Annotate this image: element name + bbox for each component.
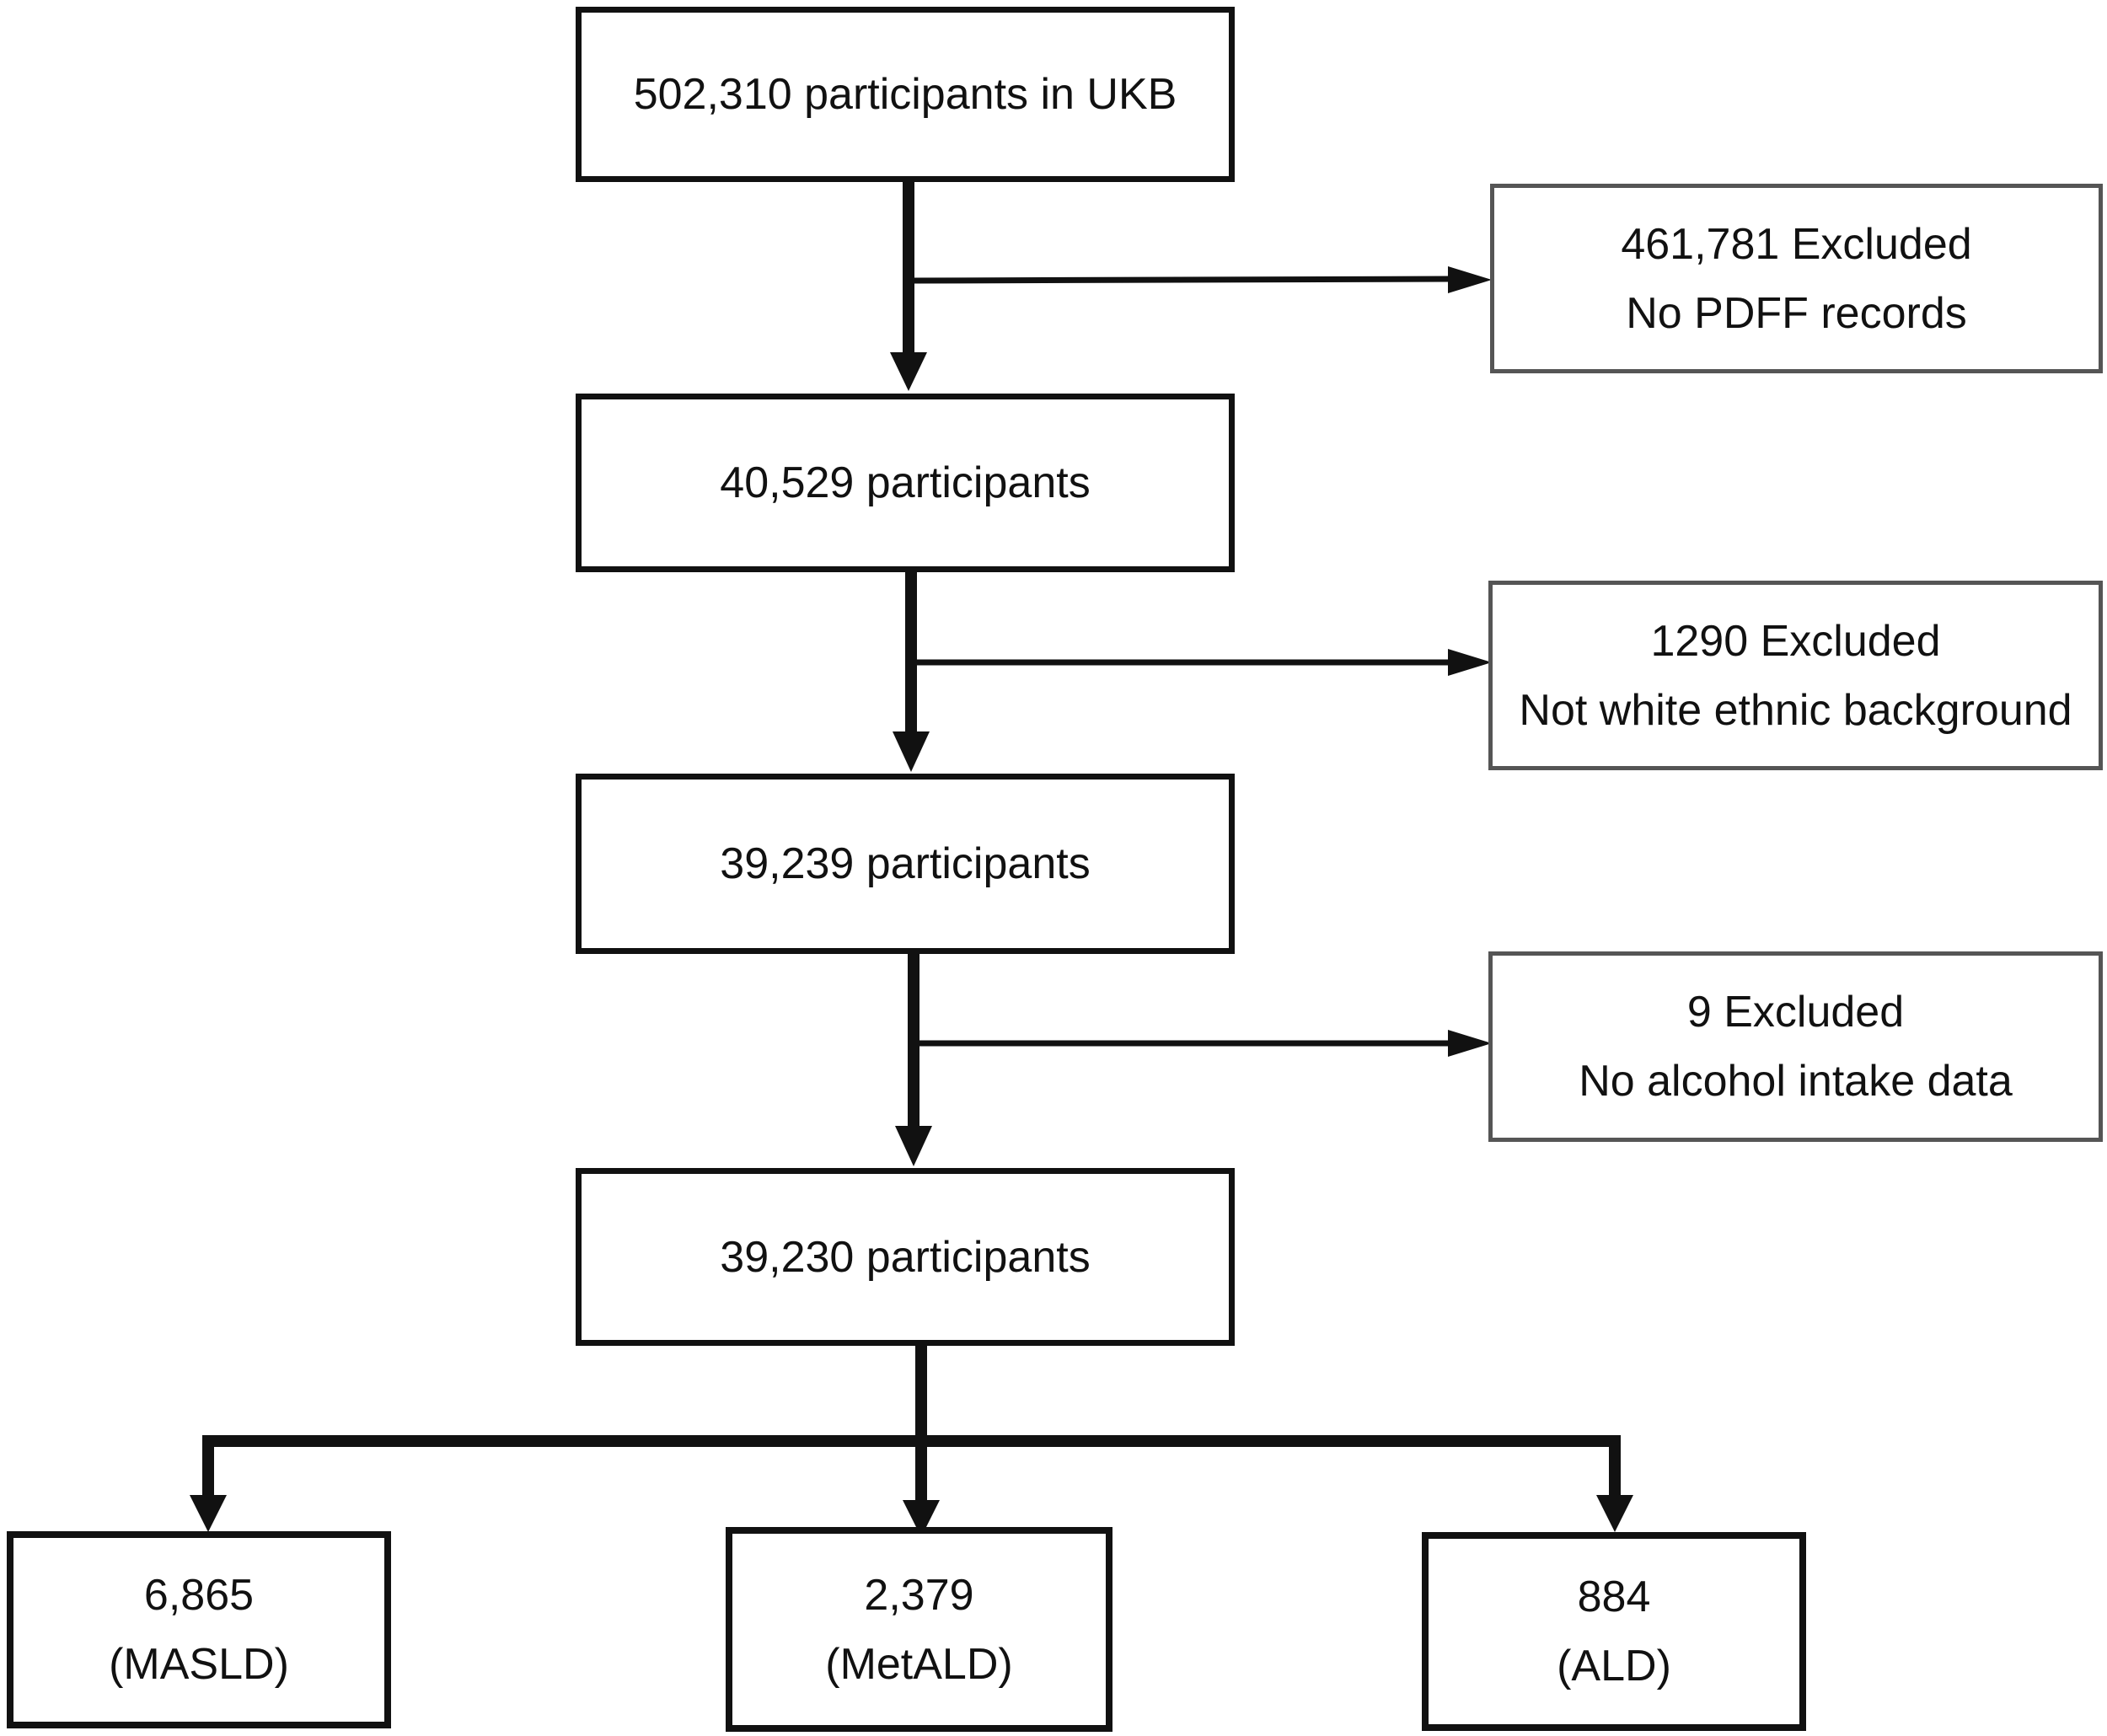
arrowhead-right-1 <box>1448 266 1492 293</box>
arrowhead-right-2 <box>1448 649 1492 676</box>
stage-box-3-text: 39,239 participants <box>720 839 1091 888</box>
outcome-box-ald-count: 884 <box>1577 1573 1651 1621</box>
stage-box-3: 39,239 participants <box>576 774 1235 954</box>
exclusion-box-3-reason: No alcohol intake data <box>1579 1057 2013 1106</box>
stage-box-4-text: 39,230 participants <box>720 1232 1091 1282</box>
arrowhead-outcome-1 <box>190 1495 227 1532</box>
outcome-box-metald-count: 2,379 <box>864 1570 974 1620</box>
exclusion-box-3-count: 9 Excluded <box>1686 988 1905 1037</box>
outcome-box-masld-count: 6,865 <box>143 1571 255 1620</box>
arrowhead-outcome-2 <box>903 1500 940 1537</box>
outcome-box-masld: 6,865 (MASLD) <box>7 1531 391 1728</box>
outcome-box-ald: 884 (ALD) <box>1422 1532 1806 1731</box>
exclusion-branch-1 <box>914 276 1452 284</box>
arrowhead-down-1 <box>890 352 927 391</box>
stage-box-4: 39,230 participants <box>576 1168 1235 1346</box>
arrowhead-down-2 <box>893 731 930 772</box>
stage-box-1: 502,310 participants in UKB <box>576 7 1235 182</box>
exclusion-box-3: 9 Excluded No alcohol intake data <box>1488 951 2103 1142</box>
outcome-box-ald-label: (ALD) <box>1557 1642 1671 1690</box>
exclusion-box-2-count: 1290 Excluded <box>1650 616 1941 666</box>
exclusion-box-1-reason: No PDFF records <box>1626 288 1967 338</box>
outcome-box-metald-label: (MetALD) <box>825 1639 1013 1689</box>
outcome-box-masld-label: (MASLD) <box>109 1640 289 1689</box>
exclusion-box-2: 1290 Excluded Not white ethnic backgroun… <box>1488 581 2103 770</box>
exclusion-box-1-count: 461,781 Excluded <box>1621 219 1972 269</box>
arrowhead-outcome-3 <box>1596 1495 1633 1532</box>
stage-box-2-text: 40,529 participants <box>720 458 1091 507</box>
arrowhead-right-3 <box>1448 1030 1492 1057</box>
arrowhead-down-3 <box>895 1126 932 1166</box>
stage-box-2: 40,529 participants <box>576 394 1235 572</box>
outcome-box-metald: 2,379 (MetALD) <box>726 1527 1112 1732</box>
exclusion-box-1: 461,781 Excluded No PDFF records <box>1490 184 2103 373</box>
exclusion-box-2-reason: Not white ethnic background <box>1519 685 2072 735</box>
stage-box-1-text: 502,310 participants in UKB <box>633 70 1177 119</box>
